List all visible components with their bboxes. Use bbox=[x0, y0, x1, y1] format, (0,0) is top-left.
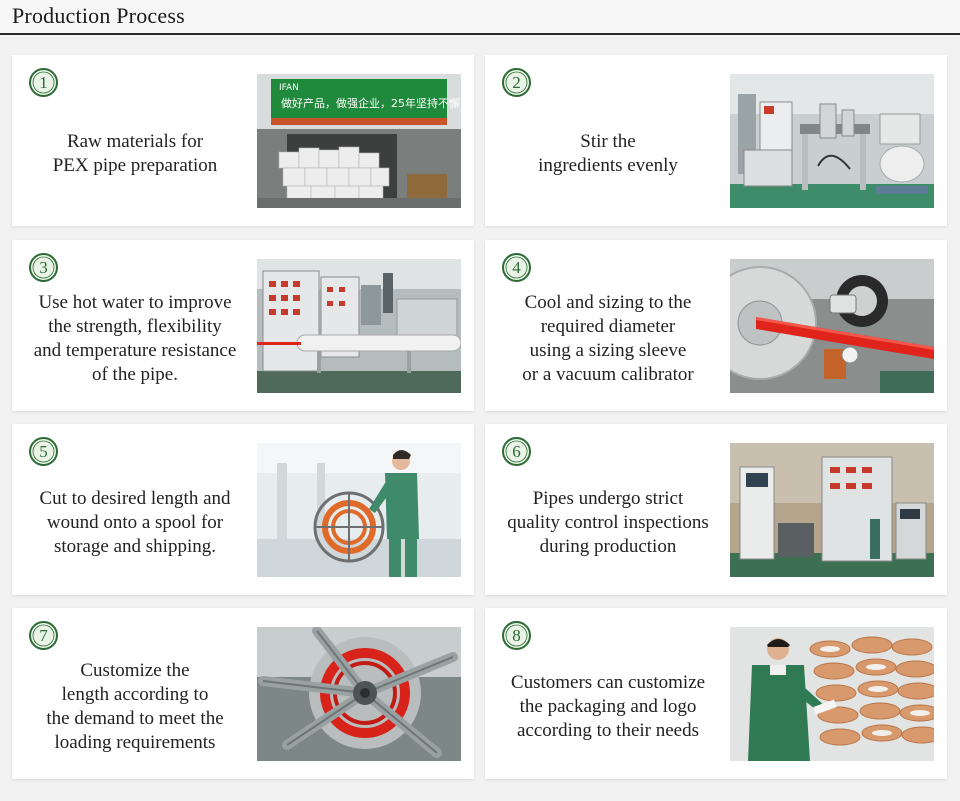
step-number-badge: 2 bbox=[501, 67, 532, 98]
step-number-badge: 1 bbox=[28, 67, 59, 98]
badge-circle-icon bbox=[502, 253, 531, 282]
header-divider bbox=[0, 33, 960, 35]
badge-circle-icon bbox=[29, 253, 58, 282]
badge-circle-icon bbox=[502, 437, 531, 466]
step-number-badge: 3 bbox=[28, 252, 59, 283]
step-number-badge: 6 bbox=[501, 436, 532, 467]
worker-spool-photo bbox=[257, 443, 461, 577]
step-number-badge: 5 bbox=[28, 436, 59, 467]
red-pipe-calibrator-photo bbox=[730, 259, 934, 393]
step-number-badge: 4 bbox=[501, 252, 532, 283]
coiling-reel-photo bbox=[257, 627, 461, 761]
step-number-badge: 8 bbox=[501, 620, 532, 651]
badge-circle-icon bbox=[502, 68, 531, 97]
warehouse-photo: IFAN 做好产品，做强企业，25年坚持不懈 bbox=[257, 74, 461, 208]
banner-slogan: 做好产品，做强企业，25年坚持不懈 bbox=[281, 96, 460, 110]
mixing-machine-photo bbox=[730, 74, 934, 208]
badge-circle-icon bbox=[29, 68, 58, 97]
badge-circle-icon bbox=[29, 437, 58, 466]
extrusion-line-photo bbox=[257, 259, 461, 393]
badge-circle-icon bbox=[29, 621, 58, 650]
page-title: Production Process bbox=[12, 3, 185, 28]
testing-equipment-photo bbox=[730, 443, 934, 577]
badge-circle-icon bbox=[502, 621, 531, 650]
page-header: Production Process bbox=[0, 0, 960, 36]
step-number-badge: 7 bbox=[28, 620, 59, 651]
banner-logo: IFAN bbox=[279, 83, 299, 93]
worker-pipe-coils-photo bbox=[730, 627, 934, 761]
